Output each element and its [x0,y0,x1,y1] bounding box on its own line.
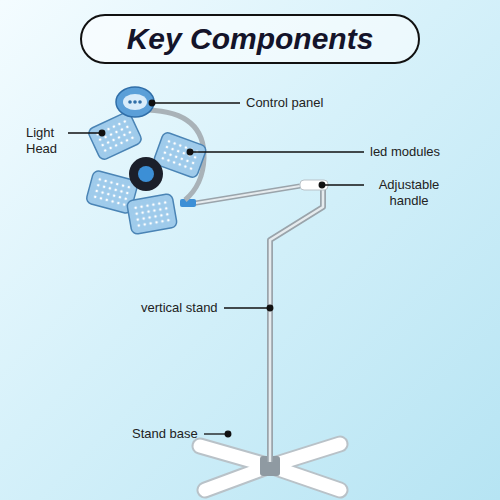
leader-dot [319,182,325,188]
leader-line [68,132,102,133]
control-panel [116,87,154,117]
part-label: Stand base [132,426,198,442]
leader-line [152,102,240,103]
leader-dot [225,431,231,437]
vertical-stand-pole [270,190,323,462]
leader-dot [267,305,273,311]
light-head [85,111,207,235]
part-label: vertical stand [141,300,218,316]
hub-center [138,166,154,182]
arm-highlight [190,186,300,204]
adjustable-handle [300,180,328,190]
leader-line [224,307,270,308]
diagram-title: Key Components [127,22,374,56]
led-module [126,193,177,234]
leader-lines [68,100,364,437]
head-hub [129,157,163,191]
leader-line [322,184,364,185]
led-module [87,111,143,161]
lamp-arm [190,186,300,204]
part-label: Adjustable handle [368,177,450,210]
leader-dot [149,100,155,106]
title-frame: Key Components [80,14,420,64]
leader-dot [187,149,193,155]
part-label: Control panel [246,95,323,111]
part-label: led modules [370,144,440,160]
pole-highlight [270,190,323,462]
leader-dot [99,130,105,136]
leader-line [190,151,364,152]
leader-line [204,433,228,434]
part-label: Light Head [26,125,66,158]
